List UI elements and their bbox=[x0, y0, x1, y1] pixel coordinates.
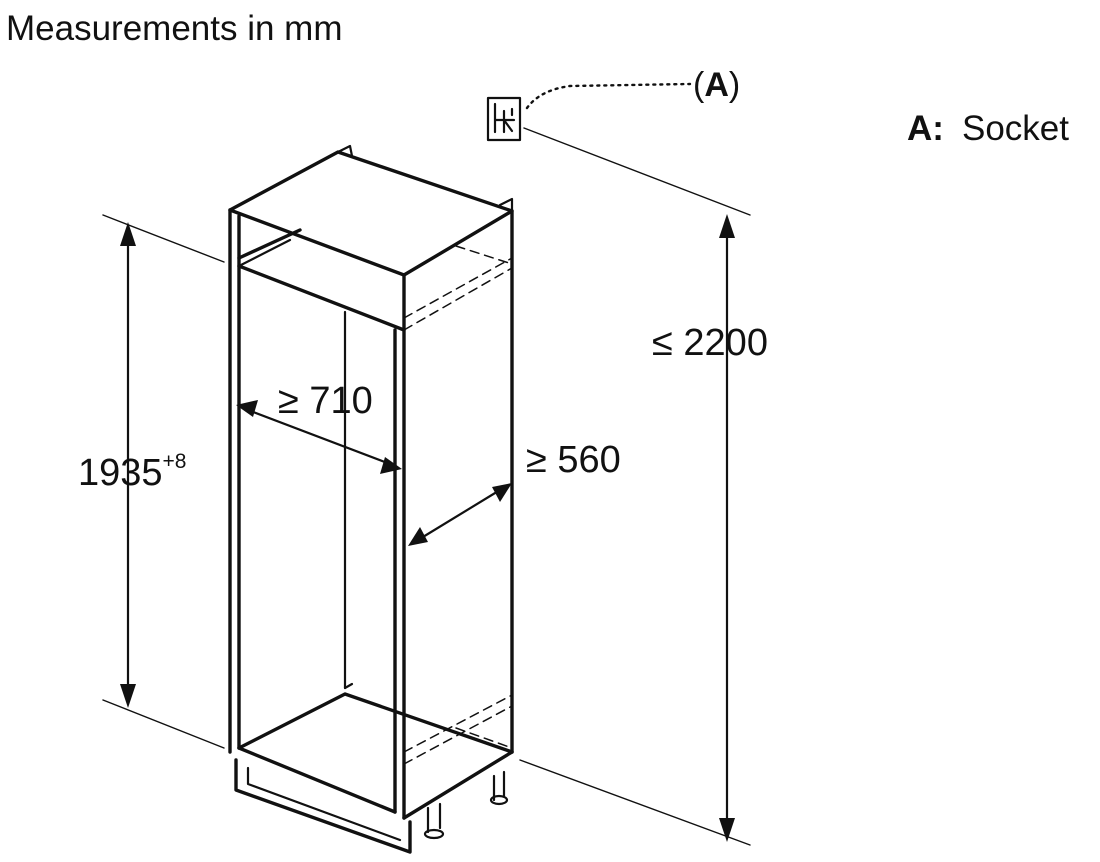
arrow-head-right bbox=[492, 483, 512, 502]
legend-label: Socket bbox=[962, 109, 1069, 148]
arrow-head-up bbox=[120, 222, 136, 246]
diagram-title: Measurements in mm bbox=[6, 9, 342, 48]
legend-key: A: bbox=[907, 109, 944, 148]
arrow-head-down bbox=[120, 684, 136, 708]
dimension-total-height: ≤ 2200 bbox=[519, 127, 768, 846]
callout-leader bbox=[525, 82, 692, 110]
dimension-width: ≥ 560 bbox=[408, 439, 621, 546]
dimension-depth: ≥ 710 bbox=[236, 380, 402, 474]
width-label: ≥ 560 bbox=[526, 439, 621, 481]
niche-height-tolerance: +8 bbox=[163, 450, 187, 473]
arrow-head-right bbox=[380, 457, 402, 474]
arrow-head-left bbox=[236, 400, 258, 417]
total-height-label: ≤ 2200 bbox=[652, 322, 768, 364]
depth-label: ≥ 710 bbox=[278, 380, 373, 422]
dimension-niche-height: 1935+8 bbox=[78, 214, 225, 749]
socket-icon bbox=[486, 96, 522, 142]
callout-marker: (A) bbox=[693, 66, 740, 104]
niche-height-label: 1935+8 bbox=[78, 450, 187, 494]
legend: A: Socket bbox=[907, 109, 1069, 148]
arrow-head-down bbox=[719, 818, 735, 842]
arrow-head-left bbox=[408, 527, 428, 546]
arrow-head-up bbox=[719, 214, 735, 238]
cabinet-niche-drawing bbox=[228, 144, 514, 854]
callout-letter: A bbox=[704, 66, 729, 104]
